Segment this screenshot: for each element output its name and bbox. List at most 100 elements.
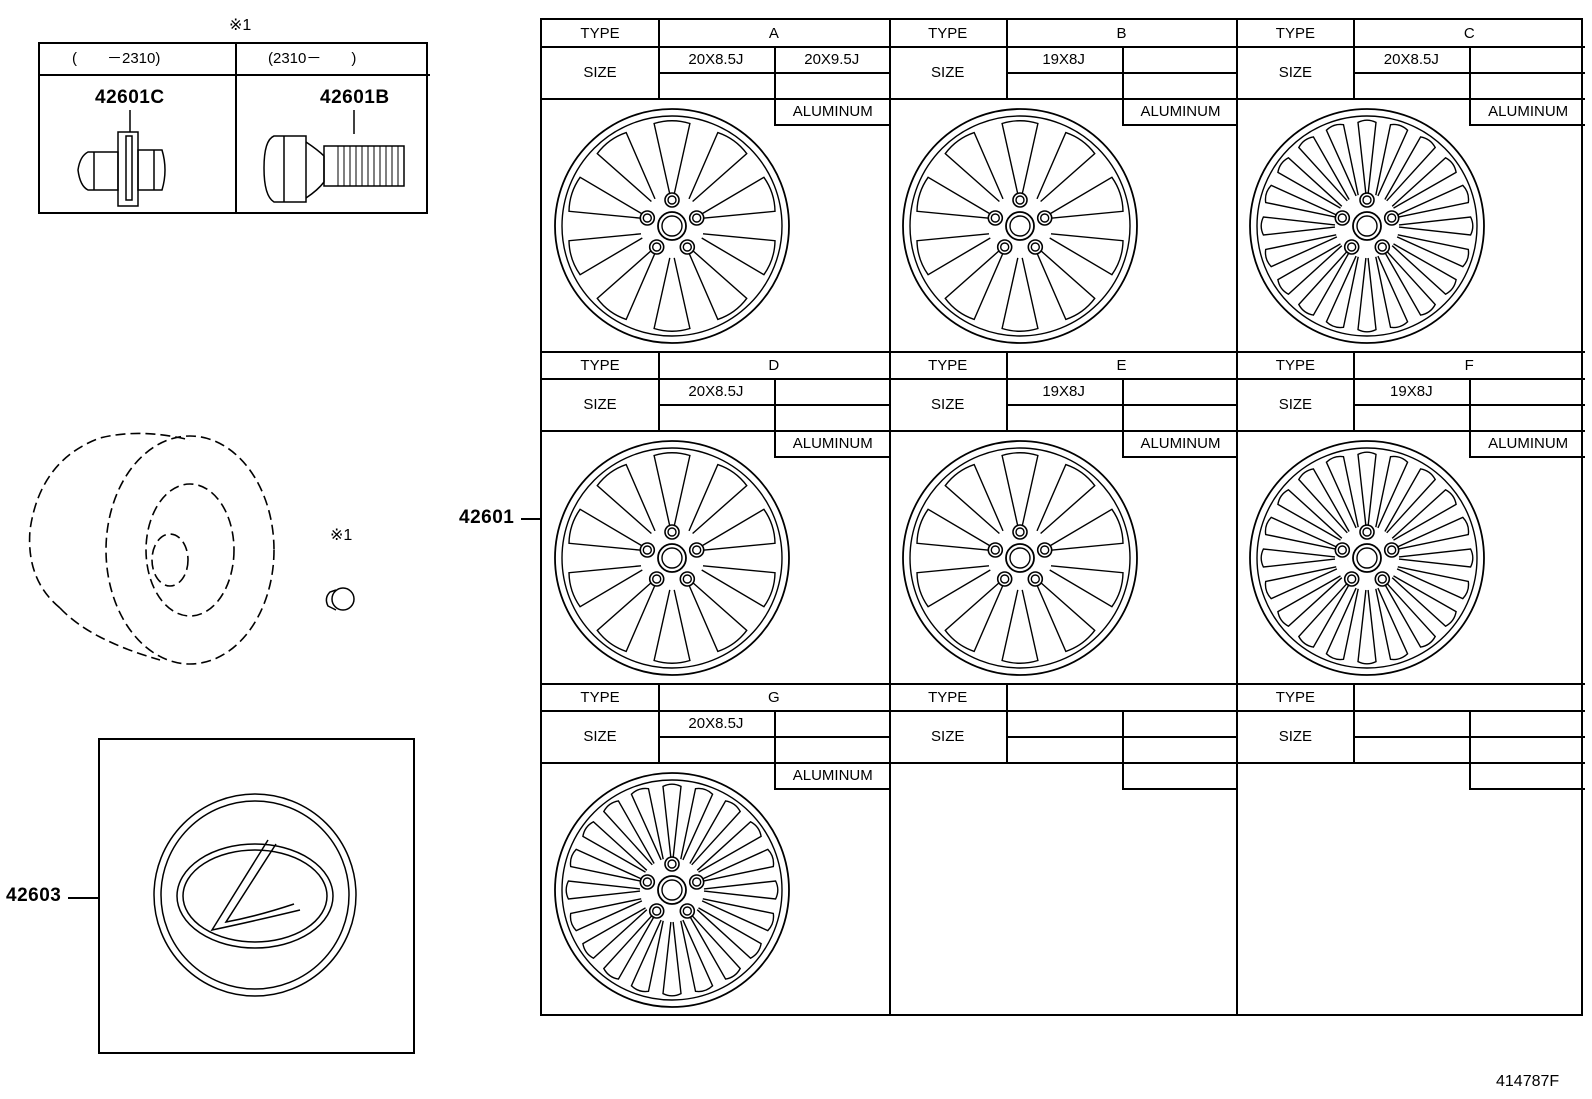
label-vline <box>658 20 660 98</box>
size-row-line <box>1237 430 1586 432</box>
label-vline <box>1005 20 1008 98</box>
size-value-2 <box>1122 712 1238 734</box>
size-value-2: 20X9.5J <box>804 50 860 68</box>
material-box: ALUMINUM <box>1121 430 1238 458</box>
size-value-1: 19X8J <box>1390 382 1433 400</box>
type-value <box>1006 684 1238 710</box>
type-row-line <box>889 710 1238 712</box>
size-row-line <box>889 430 1238 432</box>
size-value-2 <box>774 712 890 734</box>
type-label: TYPE <box>580 24 620 42</box>
center-cap-box <box>98 738 415 1054</box>
cell-vline <box>1236 682 1239 1016</box>
size-value-2 <box>1122 380 1238 402</box>
size-value-1: 20X8.5J <box>1383 50 1439 68</box>
size-label: SIZE <box>931 63 965 81</box>
size-value-2 <box>1469 380 1585 402</box>
valve-note-mark: ※1 <box>330 527 353 544</box>
leader-42603 <box>68 897 98 899</box>
cell-hline <box>887 351 1238 353</box>
type-label: TYPE <box>928 24 968 42</box>
fastener-box <box>38 42 428 214</box>
size-row-line <box>1237 762 1586 764</box>
size-label: SIZE <box>583 395 617 413</box>
size-row-line <box>1237 98 1586 100</box>
type-value: B <box>1116 24 1127 42</box>
size-value-2 <box>1469 48 1585 70</box>
type-row-line <box>889 46 1238 48</box>
size-value-1: 20X8.5J <box>688 714 744 732</box>
tire-outline-icon <box>28 432 275 665</box>
size-row-line <box>542 762 890 764</box>
size-half-line <box>1353 736 1586 738</box>
size-value-1: 20X8.5J <box>688 50 744 68</box>
valve-stem-icon <box>325 587 355 611</box>
part-number-42601: 42601 <box>459 507 515 528</box>
type-value: C <box>1463 24 1475 42</box>
label-vline <box>1353 20 1356 98</box>
material-box: ALUMINUM <box>773 762 890 790</box>
wheel-drawing-d-icon <box>554 440 790 676</box>
type-label: TYPE <box>580 356 620 374</box>
label-vline <box>658 352 660 430</box>
part-number-42603: 42603 <box>6 885 62 906</box>
size-row-line <box>889 98 1238 100</box>
size-value-1: 19X8J <box>1042 382 1085 400</box>
type-row-line <box>542 710 890 712</box>
size-half-line <box>1005 404 1238 406</box>
wheel-type-table: TYPE A SIZE 20X8.5J 20X9.5J ALUMINUM TYPE B SIZE… <box>540 18 1586 1016</box>
size-half-line <box>658 72 890 74</box>
cell-vline <box>888 682 891 1016</box>
type-row-line <box>542 378 890 380</box>
label-vline <box>1005 352 1008 430</box>
cell-hline <box>540 683 890 685</box>
note-mark-top: ※1 <box>229 17 252 34</box>
size-value-1: 20X8.5J <box>688 382 744 400</box>
material-box: ALUMINUM <box>773 430 890 458</box>
size-half-line <box>1005 736 1238 738</box>
size-row-line <box>542 430 890 432</box>
type-value: G <box>768 688 780 706</box>
diagram-id: 414787F <box>1496 1073 1560 1090</box>
part-number-42601c: 42601C <box>95 87 165 108</box>
size-value-1: 19X8J <box>1042 50 1085 68</box>
size-row-line <box>889 762 1238 764</box>
type-row-line <box>1237 710 1586 712</box>
type-value: A <box>768 24 779 42</box>
size-value-2 <box>1469 712 1585 734</box>
wheel-drawing-g-icon <box>554 772 790 1008</box>
cell-vline <box>888 18 891 352</box>
lug-bolt-icon <box>263 110 405 203</box>
cell-hline <box>887 683 1238 685</box>
size-value-2 <box>1122 48 1238 70</box>
type-label: TYPE <box>1275 356 1315 374</box>
cell-vline <box>888 350 891 684</box>
size-half-line <box>1353 404 1586 406</box>
material-box: ALUMINUM <box>1469 98 1586 126</box>
material-box: ALUMINUM <box>1121 98 1238 126</box>
label-vline <box>1353 352 1356 430</box>
cell-vline <box>1236 18 1239 352</box>
fastener-box-header-line <box>38 74 430 76</box>
size-half-line <box>1005 72 1238 74</box>
lexus-emblem-icon <box>153 793 357 997</box>
size-value-1 <box>1006 712 1122 734</box>
cell-hline <box>1235 683 1586 685</box>
size-label: SIZE <box>1278 395 1313 413</box>
label-vline <box>1005 684 1008 762</box>
type-label: TYPE <box>1275 688 1315 706</box>
wheel-drawing-f-icon <box>1249 440 1486 676</box>
label-vline <box>1353 684 1356 762</box>
size-half-line <box>658 404 890 406</box>
size-label: SIZE <box>1278 727 1313 745</box>
size-half-line <box>1353 72 1586 74</box>
wheel-drawing-c-icon <box>1249 108 1486 344</box>
fastener-range-right: (2310－ ) <box>268 50 357 67</box>
part-number-42601b: 42601B <box>320 87 390 108</box>
size-label: SIZE <box>931 395 965 413</box>
type-label: TYPE <box>928 688 968 706</box>
size-value-1 <box>1353 712 1469 734</box>
size-half-line <box>658 736 890 738</box>
wheel-drawing-e-icon <box>901 440 1138 676</box>
cell-hline <box>540 351 890 353</box>
